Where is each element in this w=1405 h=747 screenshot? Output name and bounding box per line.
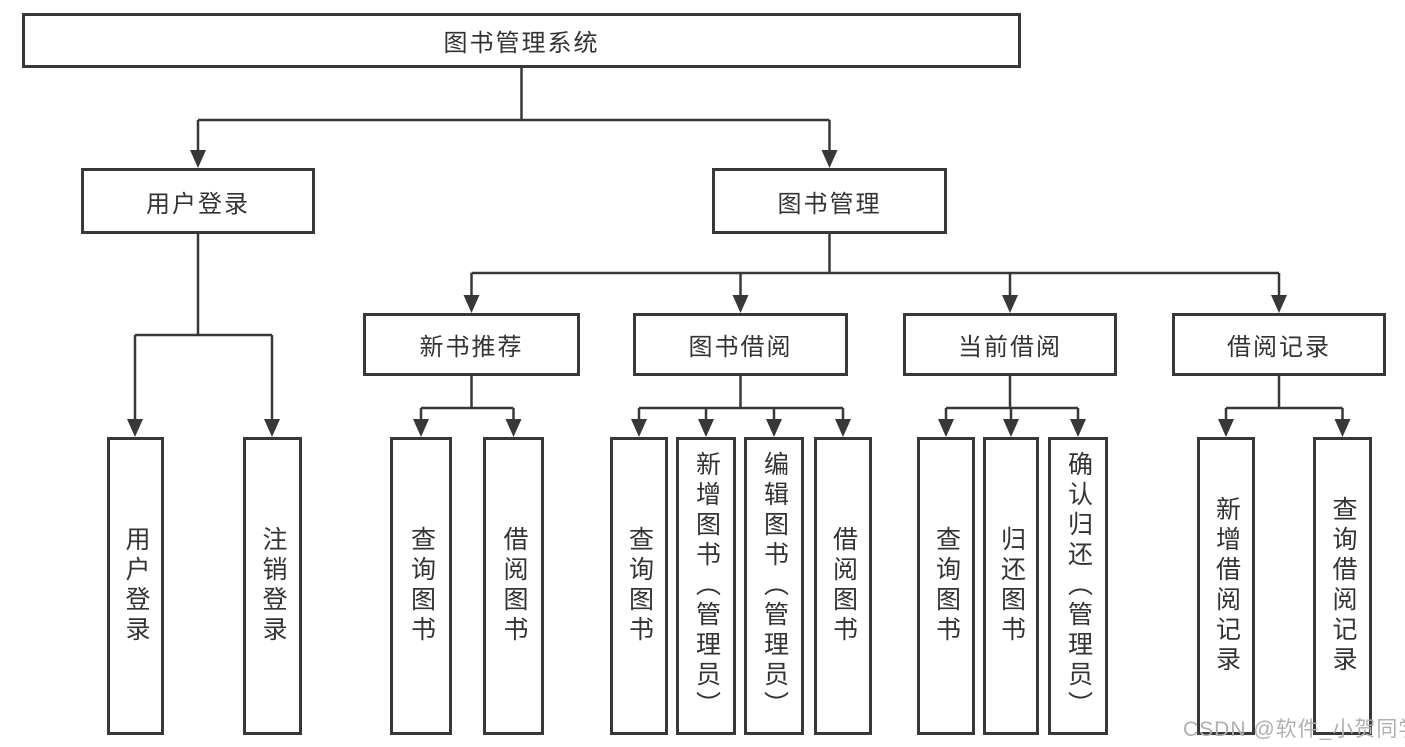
node-leaf-borrow-books-1: 借阅图书 xyxy=(483,437,544,735)
node-label: 查询图书 xyxy=(625,526,654,646)
node-label: 用户登录 xyxy=(146,190,250,218)
edges-new-book-branch xyxy=(413,376,522,437)
node-leaf-user-login: 用户登录 xyxy=(107,437,164,735)
node-label: 借阅图书 xyxy=(829,526,858,646)
node-label: 借阅记录 xyxy=(1227,334,1331,361)
node-label: 新书推荐 xyxy=(419,334,524,361)
node-leaf-borrow-books-2: 借阅图书 xyxy=(814,437,872,735)
node-leaf-add-book-admin: 新增图书（管理员） xyxy=(676,437,736,735)
node-label: 编辑图书（管理员） xyxy=(760,451,789,721)
node-current-borrow: 当前借阅 xyxy=(903,313,1117,376)
node-label: 新增借阅记录 xyxy=(1212,496,1241,676)
edges-borrow-record-branch xyxy=(1218,376,1351,437)
node-book-borrow: 图书借阅 xyxy=(633,313,848,376)
node-label: 新增图书（管理员） xyxy=(692,451,721,721)
node-book-management: 图书管理 xyxy=(712,168,947,234)
node-label: 归还图书 xyxy=(997,526,1026,646)
node-user-login: 用户登录 xyxy=(81,168,315,234)
edges-current-borrow-branch xyxy=(938,376,1086,437)
edges-book-borrow-branch xyxy=(631,376,851,437)
node-label: 当前借阅 xyxy=(958,334,1062,361)
node-label: 图书管理系统 xyxy=(443,30,600,57)
node-new-book-recommend: 新书推荐 xyxy=(363,313,580,376)
node-leaf-confirm-return-admin: 确认归还（管理员） xyxy=(1048,437,1108,735)
edges-book-management-branch xyxy=(463,234,1287,313)
node-leaf-logout: 注销登录 xyxy=(243,437,302,735)
node-label: 借阅图书 xyxy=(500,526,528,646)
node-label: 图书管理 xyxy=(777,190,882,218)
node-label: 查询图书 xyxy=(407,526,436,646)
node-label: 查询图书 xyxy=(932,526,961,646)
node-leaf-query-books-3: 查询图书 xyxy=(917,437,975,735)
node-label: 图书借阅 xyxy=(688,334,793,361)
node-leaf-query-books-2: 查询图书 xyxy=(610,437,668,735)
node-library-management-system: 图书管理系统 xyxy=(22,13,1021,68)
edges-root-to-level1 xyxy=(190,68,838,168)
node-label: 查询借阅记录 xyxy=(1329,496,1357,676)
node-borrow-record: 借阅记录 xyxy=(1172,313,1386,376)
edges-user-login-branch xyxy=(127,234,280,437)
node-label: 用户登录 xyxy=(122,526,150,646)
node-leaf-query-books-1: 查询图书 xyxy=(390,437,452,735)
csdn-watermark: CSDN @软件_小贺同学 xyxy=(1183,718,1405,741)
node-leaf-return-book: 归还图书 xyxy=(983,437,1039,735)
node-leaf-edit-book-admin: 编辑图书（管理员） xyxy=(744,437,804,735)
node-label: 确认归还（管理员） xyxy=(1064,451,1093,721)
node-leaf-add-borrow-record: 新增借阅记录 xyxy=(1197,437,1255,735)
node-label: 注销登录 xyxy=(259,526,287,646)
node-leaf-query-borrow-record: 查询借阅记录 xyxy=(1313,437,1372,735)
